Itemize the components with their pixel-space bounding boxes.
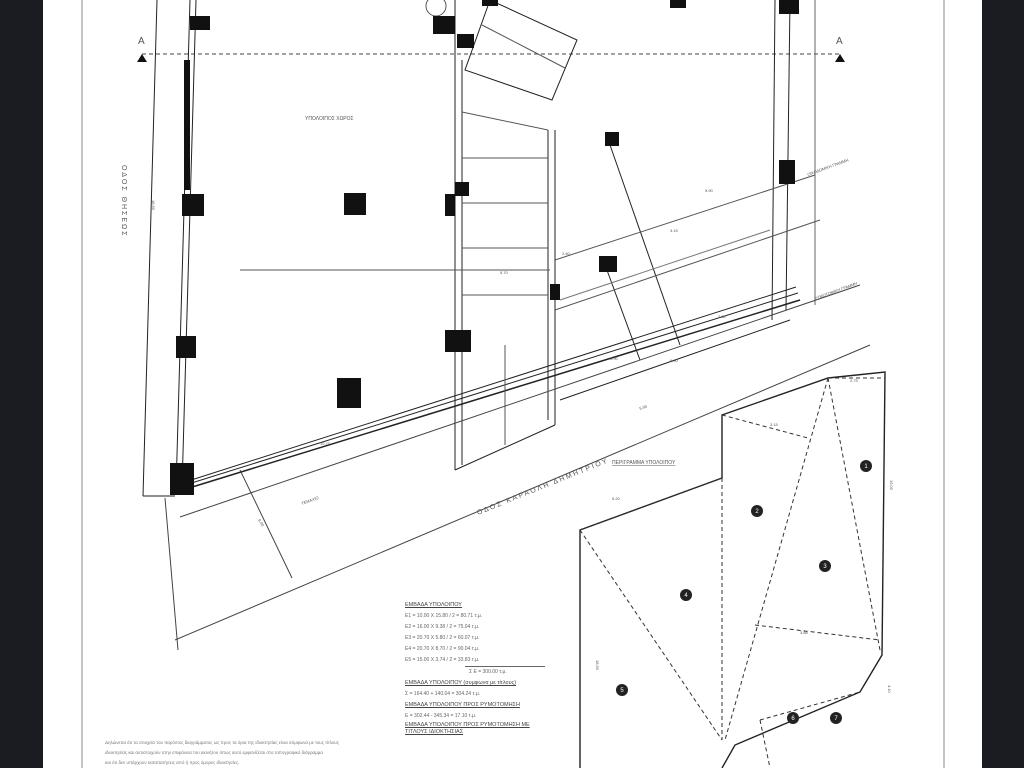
svg-text:6: 6 [791, 716, 795, 722]
svg-text:10.70: 10.70 [320, 441, 331, 446]
wall-left-inner [181, 0, 197, 489]
area-row: Ε1 = 10.00 Χ 15.80 / 2 = 80.71 τ.μ. [405, 613, 483, 619]
area-row: Ε3 = 20.70 Χ 5.80 / 2 = 60.07 τ.μ. [405, 635, 480, 641]
svg-text:1: 1 [864, 464, 868, 470]
label-plot-outline: ΠΕΡΙΓΡΑΜΜΑ ΥΠΟΛΟΙΠΟΥ [612, 460, 676, 466]
svg-text:4: 4 [684, 593, 688, 599]
area-marker: 6 [787, 712, 799, 724]
wall-bottom-inner-2 [184, 286, 797, 483]
svg-text:2: 2 [755, 509, 759, 515]
ramp-bottom [559, 319, 791, 401]
plot-outline [579, 371, 886, 768]
dimension-labels: 18.50 2.60 5.90 3.15 2.80 6.90 5.90 10.7… [151, 188, 894, 694]
svg-text:18.50: 18.50 [595, 660, 600, 671]
dim-line-3 [559, 229, 771, 301]
area-table-title: ΕΜΒΑΔΑ ΥΠΟΛΟΙΠΟΥ [405, 602, 462, 608]
area-marker: 5 [616, 684, 628, 696]
svg-text:8.00: 8.00 [257, 518, 266, 528]
svg-text:18.50: 18.50 [151, 200, 156, 211]
area-formula: Ε = 302.44 - 345.34 = 17.10 τ.μ. [405, 713, 477, 719]
note-line: ιδιοκτησίας και αντιστοιχούν στην επιφάν… [105, 750, 323, 755]
svg-text:2.75: 2.75 [850, 378, 859, 383]
svg-text:3.15: 3.15 [770, 422, 779, 427]
svg-text:6.90: 6.90 [670, 358, 679, 363]
dim-offset [239, 469, 293, 579]
area-table: ΕΜΒΑΔΑ ΥΠΟΛΟΙΠΟΥ Ε1 = 10.00 Χ 15.80 / 2 … [405, 600, 545, 736]
floor-plan-drawing: A A ΥΠΟΛΟΙΠΟΣ ΧΩΡΟΣ ΟΔΟΣ ΘΗΣΕΩΣ ΟΔΟΣ ΚΑΡ… [81, 0, 945, 768]
section-marker-left: A [137, 36, 147, 62]
svg-text:A: A [836, 36, 843, 47]
spiral-stair [425, 0, 447, 17]
svg-text:3: 3 [823, 564, 827, 570]
svg-text:2.60: 2.60 [562, 251, 571, 256]
area-markers: 1 2 3 4 5 6 7 [616, 460, 872, 724]
svg-text:3.88: 3.88 [800, 630, 809, 635]
label-street-bottom: ΟΔΟΣ ΚΑΡΑΟΛΗ ΔΗΜΗΤΡΙΟΥ [476, 457, 610, 517]
svg-text:3.15: 3.15 [670, 228, 679, 233]
area-total: Σ Ε = 300.00 τ.μ. [465, 666, 545, 678]
wall-bottom-inner [181, 292, 799, 487]
area-marker: 3 [819, 560, 831, 572]
area-row: Ε2 = 16.00 Χ 9.38 / 2 = 75.04 τ.μ. [405, 624, 480, 630]
ramp-line [609, 144, 681, 346]
note-line: Δηλώνεται ότι τα στοιχεία του παρόντος δ… [105, 740, 340, 745]
area-subtitle: ΕΜΒΑΔΑ ΥΠΟΛΟΙΠΟΥ (συμφωνα με τίτλους) [405, 680, 517, 686]
label-building-line: ΟΙΚΟΔΟΜΙΚΗ ΓΡΑΜΜΗ [807, 157, 850, 177]
wall-right-inner [785, 0, 791, 311]
svg-text:5.90: 5.90 [639, 403, 649, 411]
area-row: Ε4 = 20.70 Χ 8.70 / 2 = 90.04 τ.μ. [405, 646, 480, 652]
area-formula: Σ = 164.40 + 140.04 = 304.24 τ.μ. [405, 691, 481, 697]
stair-steps [461, 111, 549, 445]
svg-text:15.00: 15.00 [889, 480, 894, 491]
note-line: και ότι δεν υπάρχουν καταπατήσεις από ή … [105, 760, 240, 765]
svg-text:A: A [138, 36, 145, 47]
dim-line [554, 174, 816, 261]
triangulation-lines [579, 377, 885, 768]
area-row: Ε5 = 15.00 Χ 3.74 / 2 = 33.83 τ.μ. [405, 657, 480, 663]
area-marker: 2 [751, 505, 763, 517]
label-remaining-space: ΥΠΟΛΟΙΠΟΣ ΧΩΡΟΣ [305, 116, 354, 122]
street-boundary-left [142, 0, 158, 497]
stair-flight [464, 0, 578, 101]
svg-text:7: 7 [834, 716, 838, 722]
area-marker: 7 [830, 712, 842, 724]
area-subtitle: ΕΜΒΑΔΑ ΥΠΟΛΟΙΠΟΥ ΠΡΟΣ ΡΥΜΟΤΟΜΗΣΗ [405, 702, 520, 708]
svg-text:5.70: 5.70 [500, 270, 509, 275]
svg-text:2.80: 2.80 [718, 314, 727, 319]
svg-text:4.10: 4.10 [887, 685, 892, 694]
street-line [174, 344, 871, 641]
columns [170, 0, 799, 495]
wall-bottom [175, 299, 801, 493]
ramp-line-2 [603, 261, 641, 361]
svg-text:5: 5 [620, 688, 624, 694]
svg-text:5.20: 5.20 [612, 496, 621, 501]
svg-text:5.90: 5.90 [610, 356, 619, 361]
dim-line-2 [554, 219, 821, 311]
area-marker: 4 [680, 589, 692, 601]
label-street-left: ΟΔΟΣ ΘΗΣΕΩΣ [120, 165, 127, 238]
area-subtitle: ΕΜΒΑΔΑ ΥΠΟΛΟΙΠΟΥ ΠΡΟΣ ΡΥΜΟΤΟΜΗΣΗ ΜΕ ΤΙΤΛ… [405, 722, 530, 735]
plot-edge [164, 497, 179, 651]
stair-step [481, 24, 566, 69]
notes: Δηλώνεται ότι τα στοιχεία του παρόντος δ… [105, 738, 405, 768]
building-line [179, 284, 861, 518]
label-street-line: ΡΥΜΟΤΟΜΙΚΗ ΓΡΑΜΜΗ [814, 281, 858, 301]
wall-right [771, 0, 776, 321]
label-plot: ΤΕΜΑΧΙΟ [301, 495, 320, 506]
stair-bottom [454, 424, 556, 471]
drawing-page: A A ΥΠΟΛΟΙΠΟΣ ΧΩΡΟΣ ΟΔΟΣ ΘΗΣΕΩΣ ΟΔΟΣ ΚΑΡ… [43, 0, 982, 768]
section-marker-right: A [835, 36, 845, 62]
area-marker: 1 [860, 460, 872, 472]
svg-text:5.90: 5.90 [705, 188, 714, 193]
